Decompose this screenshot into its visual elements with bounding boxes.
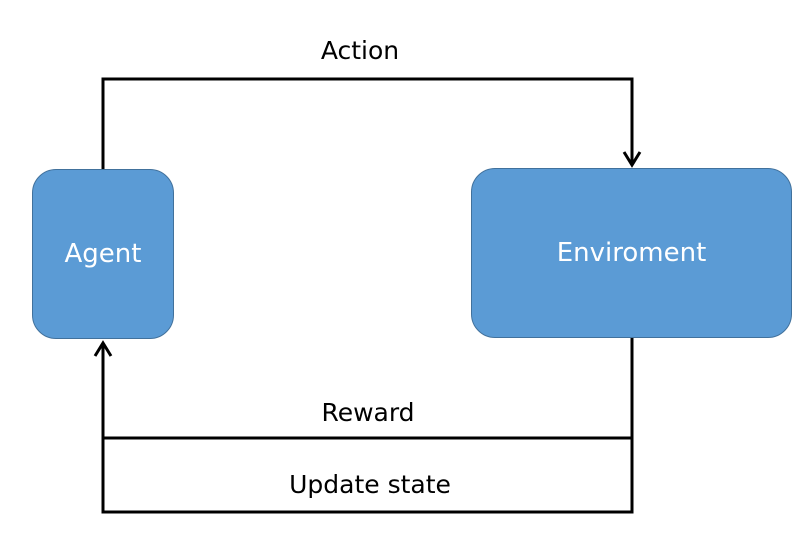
environment-node: Enviroment — [471, 168, 792, 338]
agent-label: Agent — [64, 239, 142, 269]
action-label: Action — [320, 36, 400, 65]
update-state-arrow — [101, 338, 634, 514]
reward-label: Reward — [321, 398, 415, 427]
reward-arrowhead — [93, 340, 113, 357]
action-arrowhead — [622, 151, 642, 168]
agent-node: Agent — [32, 169, 174, 339]
environment-label: Enviroment — [556, 238, 707, 268]
action-arrow — [101, 77, 634, 169]
update-state-label: Update state — [289, 470, 451, 499]
